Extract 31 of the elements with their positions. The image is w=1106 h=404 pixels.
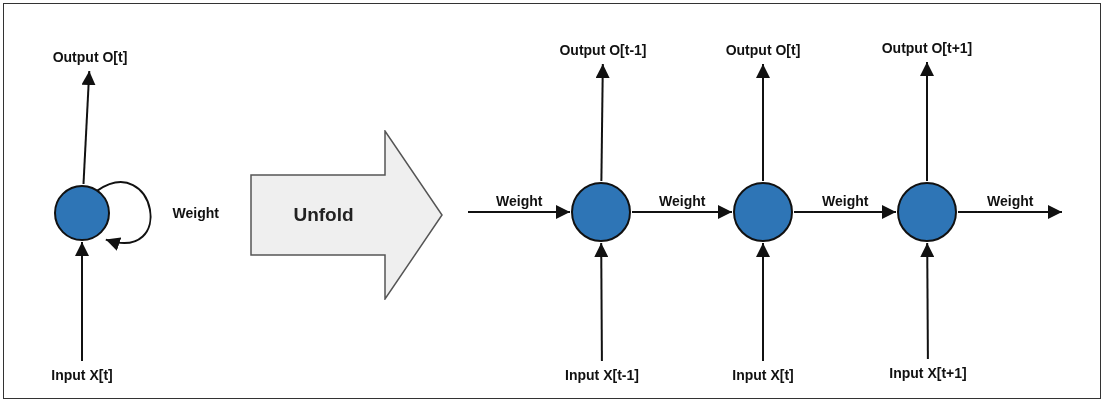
node-label: Input X[t-1]: [552, 365, 652, 385]
node-label: Input X[t]: [718, 365, 808, 385]
neuron-circle: [54, 185, 110, 241]
edge-label: Weight: [171, 205, 220, 221]
node-label: Input X[t+1]: [878, 363, 978, 383]
block-arrow: Unfold: [249, 130, 443, 300]
neuron-circle: [733, 182, 793, 242]
arrow: [595, 63, 610, 182]
edge-label: Weight: [986, 193, 1035, 209]
node-label: Output O[t]: [40, 47, 140, 67]
arrow: [920, 61, 934, 182]
node-label: Output O[t+1]: [872, 38, 982, 58]
edge-label: Weight: [495, 193, 544, 209]
arrow: [756, 242, 770, 362]
arrow: [81, 70, 96, 186]
edge-label: Weight: [821, 193, 870, 209]
node-label: Output O[t-1]: [548, 40, 658, 60]
arrow: [467, 205, 571, 219]
arrow: [594, 242, 609, 362]
neuron-circle: [897, 182, 957, 242]
node-label: Output O[t]: [713, 40, 813, 60]
arrow: [793, 205, 897, 219]
arrow: [96, 181, 152, 250]
arrow: [75, 241, 89, 362]
arrow: [756, 63, 770, 182]
edge-label: Weight: [658, 193, 707, 209]
arrow: [920, 242, 935, 360]
neuron-circle: [571, 182, 631, 242]
node-label: Input X[t]: [34, 365, 130, 385]
arrow: [957, 205, 1063, 219]
arrow: [631, 205, 733, 219]
